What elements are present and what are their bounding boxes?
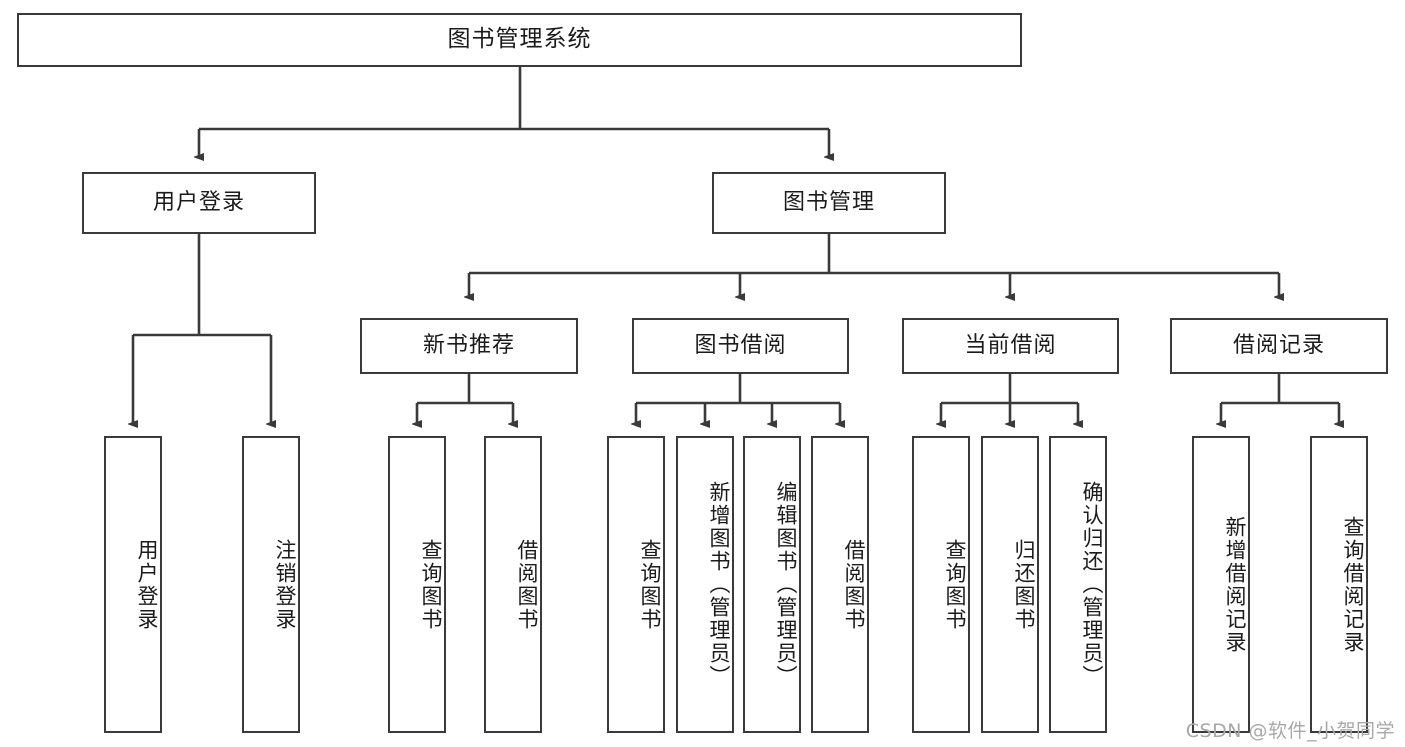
node-leaf-query-book-2[interactable]: 查询图书 [607,436,665,733]
node-label: 编辑图书（管理员） [774,481,798,688]
node-label: 查询图书 [419,538,443,631]
node-leaf-confirm-return-admin[interactable]: 确认归还（管理员） [1049,436,1107,733]
node-borrow-record[interactable]: 借阅记录 [1170,318,1388,374]
node-label: 查询借阅记录 [1341,515,1365,654]
node-label: 借阅图书 [515,538,539,631]
node-leaf-add-book-admin[interactable]: 新增图书（管理员） [676,436,734,733]
node-leaf-query-borrow-record[interactable]: 查询借阅记录 [1310,436,1368,733]
node-leaf-add-borrow-record[interactable]: 新增借阅记录 [1192,436,1250,733]
node-label: 查询图书 [943,538,967,631]
node-label: 图书管理系统 [447,26,592,53]
node-leaf-borrow-book-1[interactable]: 借阅图书 [484,436,542,733]
node-label: 当前借阅 [964,332,1057,358]
node-label: 新增借阅记录 [1223,515,1247,654]
node-leaf-user-login[interactable]: 用户登录 [104,436,162,733]
node-label: 新增图书（管理员） [707,481,731,688]
node-label: 图书管理 [782,189,875,215]
node-label: 注销登录 [273,538,297,631]
node-label: 新书推荐 [422,332,515,358]
node-book-manage[interactable]: 图书管理 [712,172,946,234]
node-leaf-return-book[interactable]: 归还图书 [981,436,1039,733]
node-book-borrow[interactable]: 图书借阅 [632,318,849,374]
node-leaf-query-book-3[interactable]: 查询图书 [912,436,970,733]
node-label: 确认归还（管理员） [1080,481,1104,688]
node-label: 用户登录 [152,189,245,215]
node-leaf-logout-login[interactable]: 注销登录 [242,436,300,733]
node-label: 归还图书 [1012,538,1036,631]
node-root-system[interactable]: 图书管理系统 [17,13,1022,67]
node-label: 借阅图书 [842,538,866,631]
node-leaf-edit-book-admin[interactable]: 编辑图书（管理员） [743,436,801,733]
node-label: 用户登录 [135,538,159,631]
node-label: 图书借阅 [694,332,787,358]
node-new-book-recommend[interactable]: 新书推荐 [360,318,578,374]
node-leaf-borrow-book-2[interactable]: 借阅图书 [811,436,869,733]
node-leaf-query-book-1[interactable]: 查询图书 [388,436,446,733]
node-current-borrow[interactable]: 当前借阅 [902,318,1119,374]
node-user-login[interactable]: 用户登录 [82,172,316,234]
node-label: 查询图书 [638,538,662,631]
node-label: 借阅记录 [1232,332,1325,358]
